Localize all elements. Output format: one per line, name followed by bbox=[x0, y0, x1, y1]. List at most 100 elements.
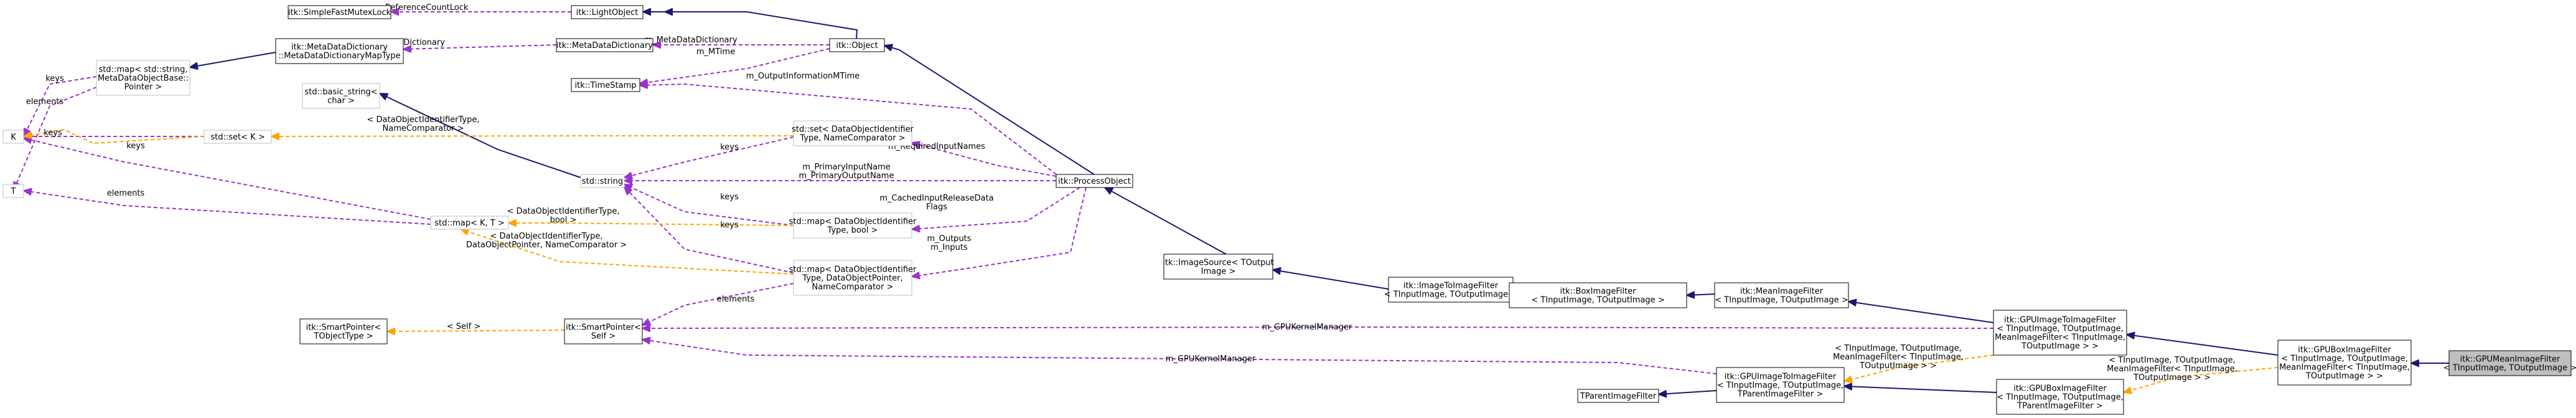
class-node-box bbox=[96, 60, 190, 96]
class-node-box bbox=[793, 212, 912, 239]
usage-edge bbox=[912, 187, 1087, 277]
edge-label-self-template: < Self > bbox=[447, 322, 481, 331]
class-node-std-map-KT[interactable]: std::map< K, T > bbox=[430, 216, 509, 230]
class-node-box bbox=[430, 216, 509, 230]
usage-edge bbox=[640, 84, 1057, 175]
class-node-label: itk::SimpleFastMutexLock bbox=[288, 8, 391, 17]
class-node-box bbox=[1388, 277, 1514, 303]
class-node-box-image[interactable]: itk::BoxImageFilter< TInputImage, TOutpu… bbox=[1509, 282, 1687, 308]
class-node-box bbox=[556, 38, 653, 52]
class-node-box bbox=[1509, 282, 1687, 308]
class-node-process-object[interactable]: itk::ProcessObject bbox=[1056, 174, 1133, 188]
class-node-set-K[interactable]: std::set< K > bbox=[204, 130, 272, 144]
class-node-label: itk::ImageToImageFilter< TInputImage, TO… bbox=[1384, 282, 1517, 300]
inheritance-edge bbox=[190, 52, 276, 67]
class-node-itk-object[interactable]: itk::Object bbox=[829, 38, 885, 52]
edge-label-keys-map-KT: keys bbox=[126, 141, 145, 151]
class-node-meta-dict[interactable]: itk::MetaDataDictionary bbox=[556, 38, 653, 52]
class-node-basic-string[interactable]: std::basic_string<char > bbox=[302, 83, 380, 109]
class-node-box bbox=[793, 120, 912, 146]
class-node-label: std::string bbox=[582, 177, 623, 186]
edge-label-gpu-box-template: < TInputImage, TOutputImage,MeanImageFil… bbox=[2107, 356, 2237, 382]
class-node-label: std::set< K > bbox=[210, 133, 265, 142]
class-node-box bbox=[793, 260, 912, 296]
usage-edge bbox=[13, 87, 97, 190]
class-node-box bbox=[1993, 310, 2127, 356]
edge-label-keys-set-K: keys bbox=[44, 128, 62, 138]
edge-label-elements-map-KT: elements bbox=[107, 189, 145, 198]
class-node-box bbox=[2448, 350, 2572, 376]
class-node-label: itk::TimeStamp bbox=[574, 81, 636, 90]
edge-label-gpu-kernel-manager-2: m_GPUKernelManager bbox=[1166, 354, 1256, 364]
class-node-label: itk::SmartPointer<TObjectType > bbox=[306, 323, 382, 341]
class-node-label: itk::LightObject bbox=[576, 8, 639, 17]
edge-label-output-info-mtime: m_OutputInformationMTime bbox=[746, 72, 860, 81]
class-node-image-to-image[interactable]: itk::ImageToImageFilter< TInputImage, TO… bbox=[1384, 277, 1517, 303]
class-node-std-string[interactable]: std::string bbox=[580, 174, 625, 188]
class-node-box bbox=[564, 318, 643, 344]
class-node-box bbox=[580, 174, 625, 188]
class-node-gpu-box-parent[interactable]: itk::GPUBoxImageFilter< TInputImage, TOu… bbox=[1996, 379, 2124, 415]
class-node-box bbox=[829, 38, 885, 52]
class-node-light-object[interactable]: itk::LightObject bbox=[571, 5, 644, 19]
class-node-gpu-i2i-parent[interactable]: itk::GPUImageToImageFilter< TInputImage,… bbox=[1716, 367, 1845, 403]
class-node-box bbox=[288, 5, 391, 19]
class-node-box bbox=[2, 184, 24, 198]
class-node-smart-ptr-self[interactable]: itk::SmartPointer<Self > bbox=[564, 318, 643, 344]
class-node-label: itk::MetaDataDictionary::MetaDataDiction… bbox=[278, 43, 400, 61]
class-node-label: itk::SmartPointer<Self > bbox=[566, 323, 641, 341]
template-edge bbox=[508, 223, 794, 226]
class-node-box bbox=[1714, 282, 1849, 308]
class-node-label: itk::GPUImageToImageFilter< TInputImage,… bbox=[1995, 316, 2125, 351]
usage-edge bbox=[24, 191, 431, 225]
class-node-gpu-box-mean[interactable]: itk::GPUBoxImageFilter< TInputImage, TOu… bbox=[2277, 340, 2412, 386]
template-edge bbox=[2124, 367, 2279, 392]
edge-label-set-K-template: < DataObjectIdentifierType,NameComparato… bbox=[367, 115, 480, 133]
class-node-gpu-i2i-mean[interactable]: itk::GPUImageToImageFilter< TInputImage,… bbox=[1993, 310, 2127, 356]
inheritance-edge bbox=[1848, 302, 1994, 323]
edge-label-keys-set-doid: keys bbox=[720, 143, 739, 152]
edge-label-keys-map-ptr: keys bbox=[720, 221, 739, 230]
class-node-label: itk::GPUMeanImageFilter< TInputImage, TO… bbox=[2443, 355, 2576, 373]
template-edge bbox=[1844, 354, 1994, 381]
class-node-label: itk::MetaDataDictionary bbox=[556, 41, 653, 50]
class-node-box bbox=[571, 78, 640, 92]
class-node-label: itk::GPUBoxImageFilter< TInputImage, TOu… bbox=[1997, 384, 2124, 411]
inheritance-edge bbox=[1273, 270, 1389, 290]
class-node-std-map-string[interactable]: std::map< std::string,MetaDataObjectBase… bbox=[96, 60, 190, 96]
class-node-box bbox=[2277, 340, 2412, 386]
class-node-K[interactable]: K bbox=[2, 130, 24, 144]
usage-edge bbox=[24, 138, 431, 220]
class-node-label: itk::ProcessObject bbox=[1058, 177, 1131, 186]
template-edge bbox=[461, 229, 794, 275]
class-node-parent-filter[interactable]: TParentImageFilter bbox=[1577, 389, 1659, 403]
usage-edge bbox=[912, 143, 1057, 177]
class-node-T[interactable]: T bbox=[2, 184, 24, 198]
class-node-time-stamp[interactable]: itk::TimeStamp bbox=[571, 78, 640, 92]
edge-label-ref-count-lock: m_ReferenceCountLock bbox=[373, 3, 469, 12]
usage-edge bbox=[624, 187, 794, 273]
class-node-label: std::basic_string<char > bbox=[304, 88, 377, 106]
class-node-gpu-mean[interactable]: itk::GPUMeanImageFilter< TInputImage, TO… bbox=[2443, 350, 2576, 376]
usage-edge bbox=[642, 340, 1717, 374]
class-node-box bbox=[299, 318, 388, 344]
class-node-simple-mutex-lock[interactable]: itk::SimpleFastMutexLock bbox=[288, 5, 391, 19]
class-node-box bbox=[2, 130, 24, 144]
class-node-box bbox=[1163, 254, 1273, 280]
class-node-meta-dict-map[interactable]: itk::MetaDataDictionary::MetaDataDiction… bbox=[275, 38, 404, 64]
class-node-smart-ptr-T[interactable]: itk::SmartPointer<TObjectType > bbox=[299, 318, 388, 344]
edge-label-meta-data-dictionary: m_MetaDataDictionary bbox=[644, 36, 737, 45]
usage-edge bbox=[642, 327, 1994, 328]
class-node-label: std::map< K, T > bbox=[434, 219, 505, 228]
edge-label-keys-std-map: keys bbox=[45, 74, 64, 83]
class-node-mean-image[interactable]: itk::MeanImageFilter< TInputImage, TOutp… bbox=[1714, 282, 1849, 308]
